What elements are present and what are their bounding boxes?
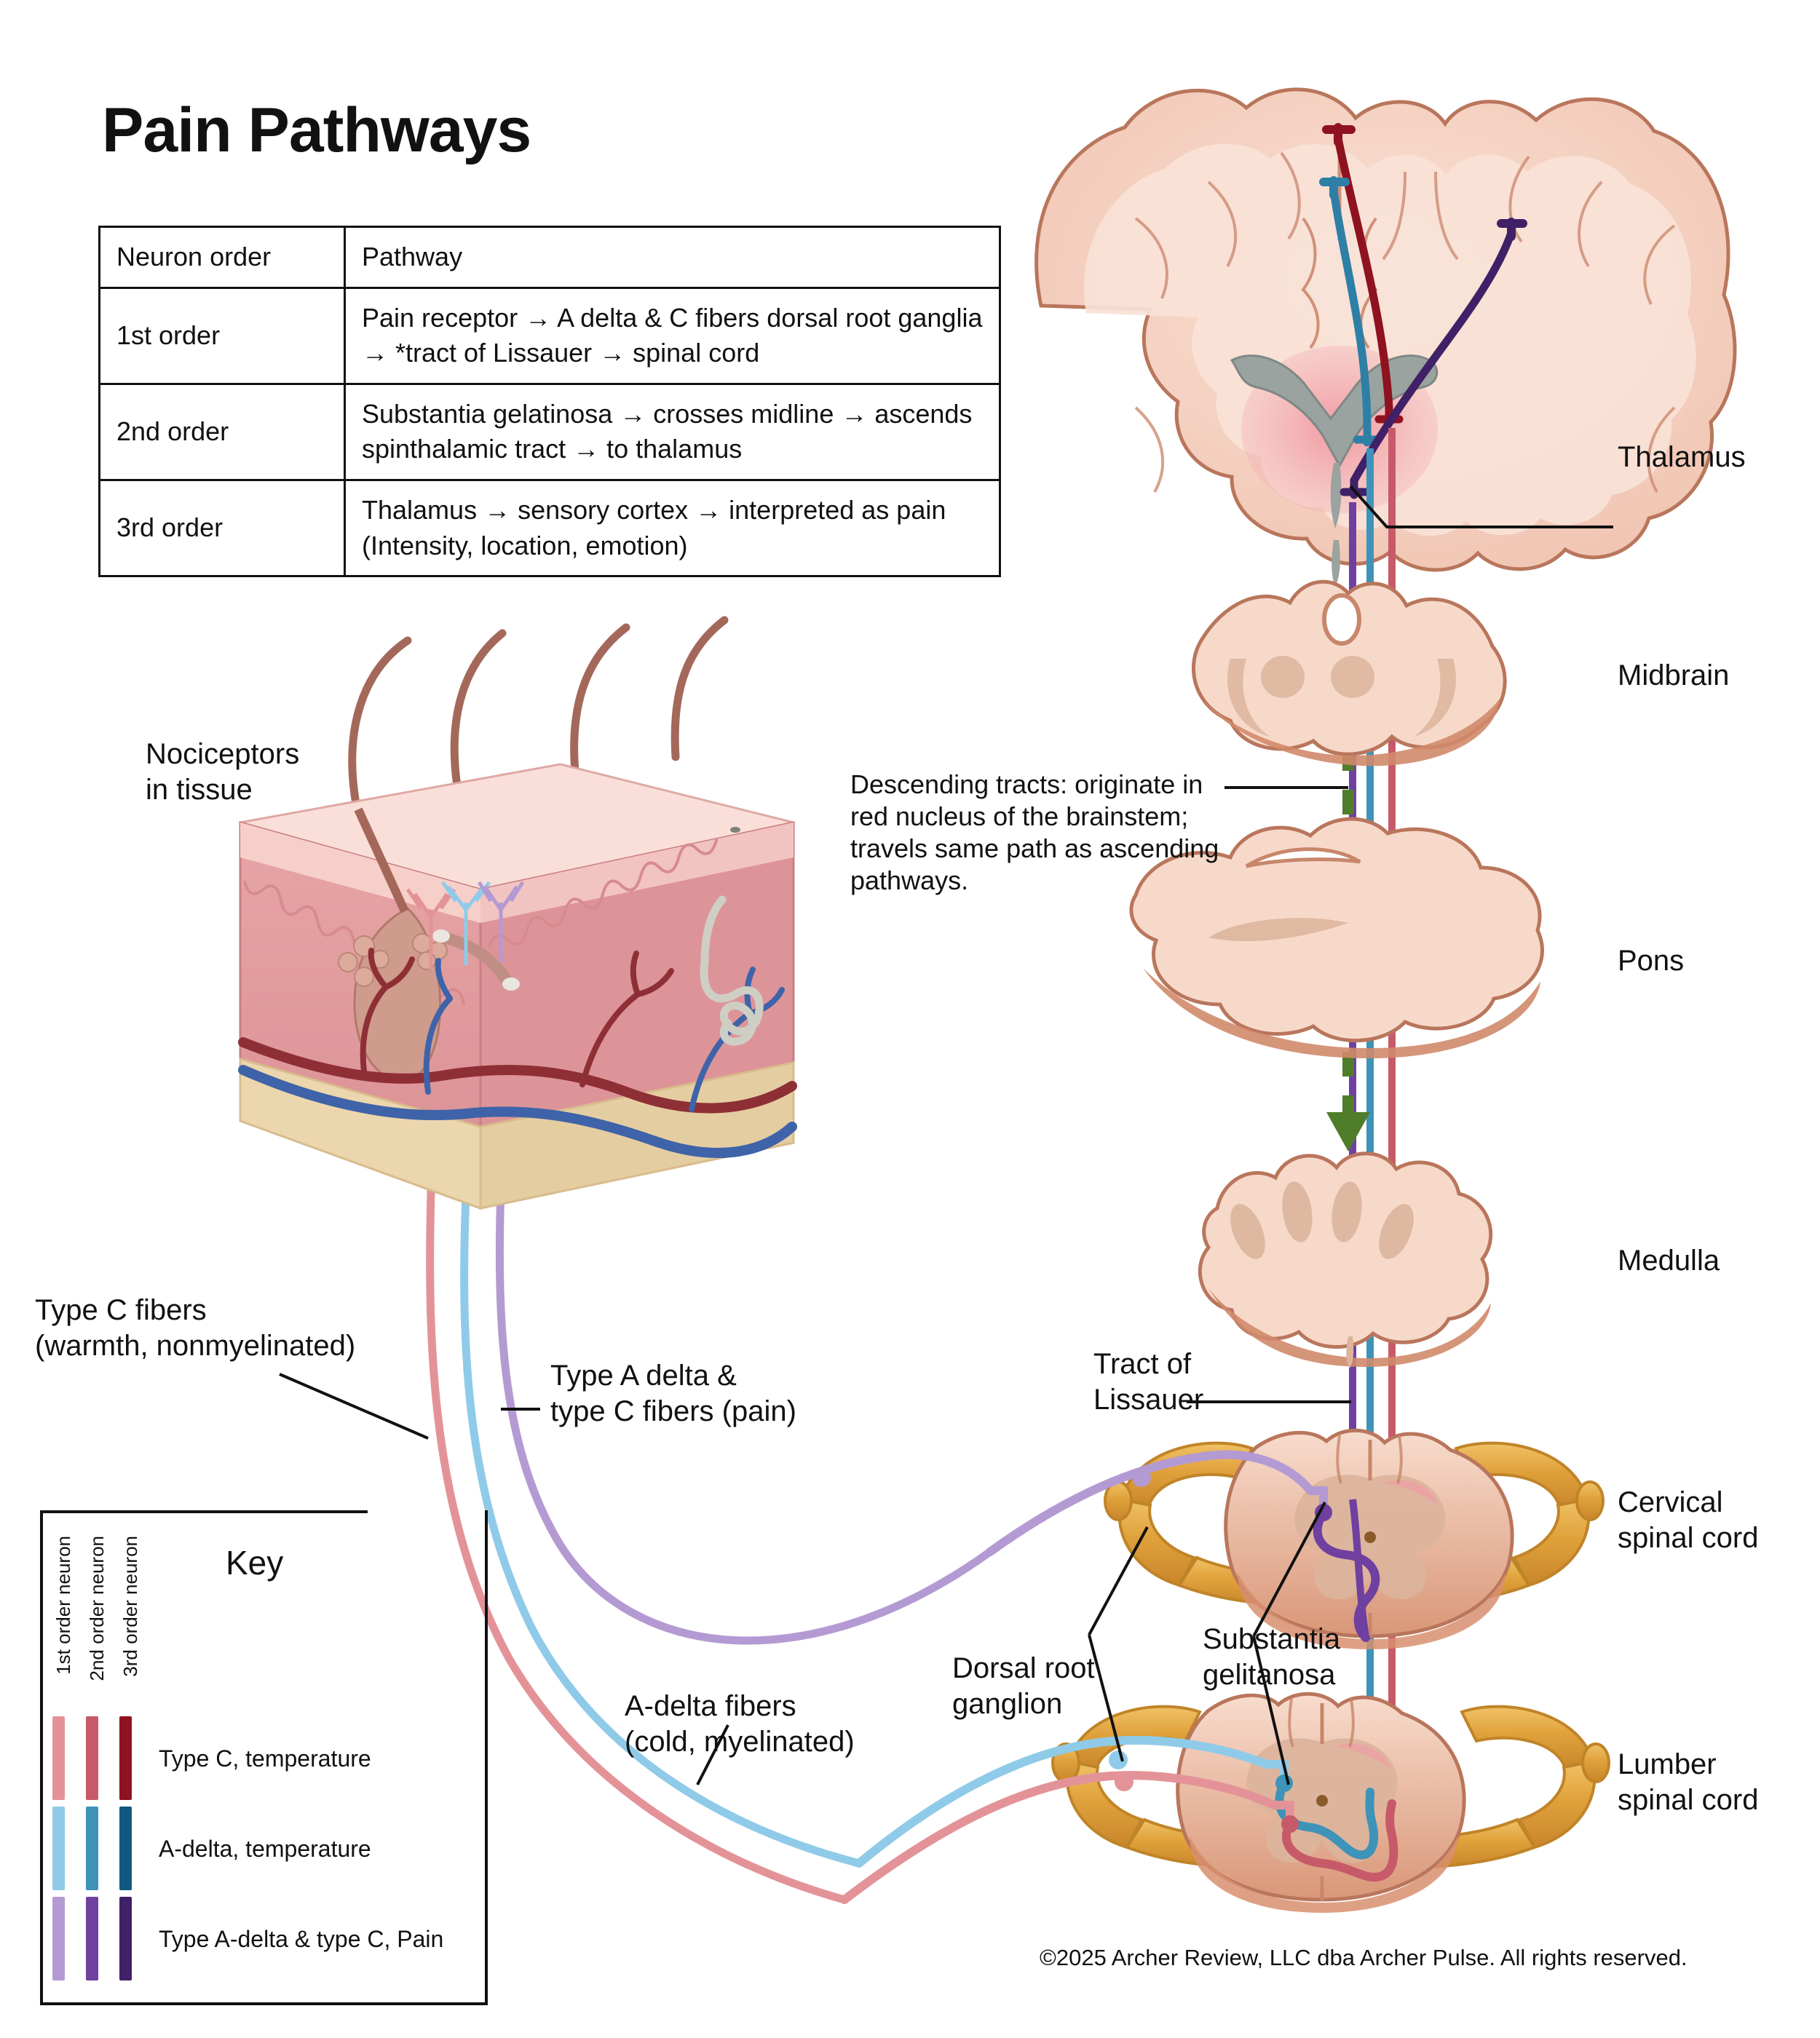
- key-swatch-type-c-2nd: [86, 1716, 98, 1800]
- skin-tissue-block: [238, 616, 797, 1210]
- key-swatch-a-delta-2nd: [86, 1807, 98, 1890]
- thalamus-region: [1241, 346, 1438, 513]
- key-swatch-type-c-1st: [52, 1716, 65, 1800]
- key-label-a-delta: A-delta, temperature: [159, 1836, 371, 1862]
- key-column-label-3rd: 3rd order neuron: [119, 1536, 141, 1677]
- key-swatch-pain-3rd: [119, 1897, 132, 1980]
- key-top-rule: [40, 1510, 368, 1513]
- key-swatch-pain-2nd: [86, 1897, 98, 1980]
- label-nociceptors: Nociceptors in tissue: [146, 738, 300, 806]
- label-type-c-fibers: Type C fibers (warmth, nonmyelinated): [35, 1294, 356, 1362]
- pathway-table: Neuron order Pathway 1st order Pain rece…: [98, 226, 1001, 578]
- table-cell-order-1: 1st order: [98, 286, 346, 385]
- key-title: Key: [226, 1544, 284, 1582]
- medulla-section: [1198, 1151, 1493, 1368]
- label-descending-tracts: Descending tracts: originate in red nucl…: [850, 769, 1219, 895]
- label-cervical-spinal-cord: Cervical spinal cord: [1618, 1486, 1759, 1554]
- brain-coronal-section: [1034, 87, 1737, 587]
- label-type-a-delta-and-c-fibers: Type A delta & type C fibers (pain): [550, 1360, 796, 1427]
- key-column-label-2nd: 2nd order neuron: [86, 1536, 108, 1681]
- lumbar-spinal-cord-section: [840, 1692, 1610, 1913]
- label-dorsal-root-ganglion: Dorsal root ganglion: [952, 1652, 1095, 1720]
- copyright-notice: ©2025 Archer Review, LLC dba Archer Puls…: [1040, 1945, 1688, 1970]
- key-swatch-a-delta-1st: [52, 1807, 65, 1890]
- ventricle: [1230, 354, 1439, 469]
- third-order-neurons: [1319, 123, 1527, 499]
- label-a-delta-fibers: A-delta fibers (cold, myelinated): [625, 1690, 855, 1758]
- key-label-type-c: Type C, temperature: [159, 1745, 371, 1772]
- table-row: 1st order Pain receptor → A delta & C fi…: [98, 286, 1001, 385]
- cervical-spinal-cord-section: [986, 1428, 1605, 1649]
- label-thalamus: Thalamus: [1618, 441, 1746, 473]
- table-header-neuron-order: Neuron order: [98, 226, 346, 289]
- label-midbrain: Midbrain: [1618, 659, 1730, 691]
- ascending-tract-lines: [1349, 428, 1396, 1805]
- table-cell-order-3: 3rd order: [98, 478, 346, 578]
- midbrain-section: [1191, 579, 1507, 766]
- table-row: 3rd order Thalamus → sensory cortex → in…: [98, 478, 1001, 578]
- label-lumber-spinal-cord: Lumber spinal cord: [1618, 1748, 1759, 1816]
- table-header-row: Neuron order Pathway: [98, 226, 1001, 289]
- label-tract-of-lissauer: Tract of Lissauer: [1093, 1348, 1204, 1416]
- label-pons: Pons: [1618, 945, 1685, 977]
- key-swatch-a-delta-3rd: [119, 1807, 132, 1890]
- table-header-pathway: Pathway: [344, 226, 1001, 289]
- table-cell-pathway-2: Substantia gelatinosa → crosses midline …: [344, 382, 1001, 481]
- descending-tract: [1326, 659, 1370, 1151]
- key-swatch-type-c-3rd: [119, 1716, 132, 1800]
- table-cell-pathway-3: Thalamus → sensory cortex → interpreted …: [344, 478, 1001, 578]
- table-row: 2nd order Substantia gelatinosa → crosse…: [98, 382, 1001, 481]
- label-medulla: Medulla: [1618, 1245, 1720, 1277]
- key-column-label-1st: 1st order neuron: [52, 1536, 74, 1675]
- page-title: Pain Pathways: [102, 95, 531, 165]
- table-cell-pathway-1: Pain receptor → A delta & C fibers dorsa…: [344, 286, 1001, 385]
- key-label-pain: Type A-delta & type C, Pain: [159, 1926, 444, 1952]
- table-cell-order-2: 2nd order: [98, 382, 346, 481]
- key-swatch-pain-1st: [52, 1897, 65, 1980]
- label-substantia-gelitanosa: Substantia gelitanosa: [1203, 1623, 1341, 1691]
- key-box: [40, 1510, 488, 2005]
